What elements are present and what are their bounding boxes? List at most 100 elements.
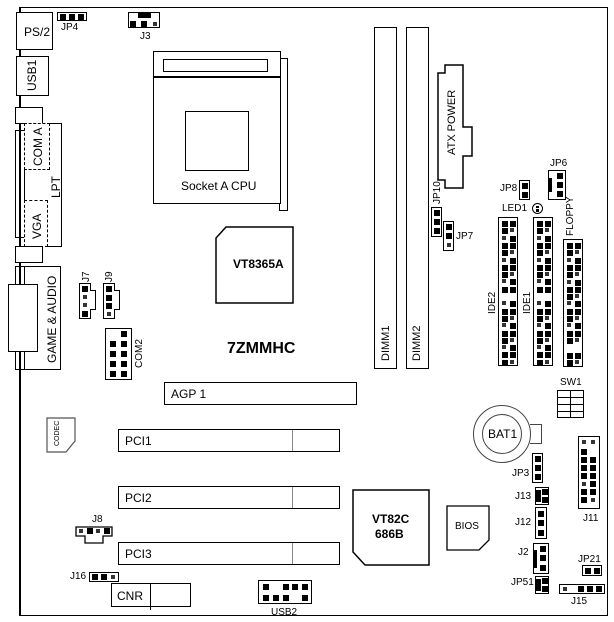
floppy-label: FLOPPY <box>565 196 576 236</box>
jumper-j7[interactable] <box>79 283 91 319</box>
connector-pin <box>510 272 514 277</box>
cnr-slot[interactable]: CNR <box>111 583 191 610</box>
jumper-jp3[interactable] <box>532 453 543 483</box>
connector-pin <box>575 359 579 364</box>
dimm2-label: DIMM2 <box>411 325 423 361</box>
connector-pin <box>545 315 549 320</box>
connector-pin <box>537 272 543 279</box>
connector-pin <box>545 272 549 277</box>
dimm1-slot[interactable]: DIMM1 <box>374 27 397 369</box>
jumper-j12[interactable] <box>535 507 547 539</box>
southbridge-label-2: 686B <box>375 527 404 541</box>
jumper-jp21[interactable] <box>582 565 602 576</box>
connector-pin <box>575 301 581 308</box>
connector-pin <box>502 352 508 359</box>
usb2-header[interactable] <box>258 580 312 604</box>
connector-pin <box>510 337 514 342</box>
connector-pin <box>537 337 543 344</box>
connector-pin <box>567 243 573 249</box>
connector-pin <box>537 301 541 306</box>
connector-pin <box>537 242 543 249</box>
agp-slot[interactable]: AGP 1 <box>164 382 357 405</box>
connector-pin <box>545 345 551 352</box>
connector-pin <box>537 221 543 227</box>
northbridge-label: VT8365A <box>233 257 284 271</box>
jumper-j2[interactable] <box>533 543 549 574</box>
dimm1-label: DIMM1 <box>380 325 392 361</box>
jumper-j8[interactable] <box>75 526 113 544</box>
atx-power-label: ATX POWER <box>446 89 458 155</box>
ps2-label: PS/2 <box>24 25 51 39</box>
com2-header[interactable] <box>105 328 132 380</box>
j2-label: J2 <box>518 547 529 558</box>
connector-pin <box>567 308 573 315</box>
southbridge-label-1: VT82C <box>372 512 410 526</box>
pci1-slot[interactable]: PCI1 <box>118 429 340 452</box>
connector-pin <box>502 286 508 293</box>
game-audio-port: GAME & AUDIO <box>24 266 61 370</box>
connector-pin <box>575 337 579 342</box>
connector-pin <box>510 330 516 337</box>
jumper-j13[interactable] <box>535 487 549 505</box>
pci3-label: PCI3 <box>125 547 152 561</box>
connector-pin <box>510 352 516 359</box>
jumper-jp4[interactable] <box>57 12 87 21</box>
usb1-port: USB1 <box>16 56 49 96</box>
connector-pin <box>510 345 516 352</box>
ide2-label: IDE2 <box>487 291 498 314</box>
jumper-jp10[interactable] <box>431 207 442 237</box>
connector-pin <box>545 323 551 330</box>
jumper-jp51[interactable] <box>535 576 549 594</box>
atx-power-connector[interactable]: ATX POWER <box>437 64 517 190</box>
connector-pin <box>575 250 579 255</box>
pci2-slot[interactable]: PCI2 <box>118 486 340 509</box>
connector-pin <box>545 235 551 242</box>
jumper-jp6[interactable] <box>548 170 566 200</box>
pci3-slot[interactable]: PCI3 <box>118 542 340 565</box>
ide1-connector[interactable] <box>533 217 553 366</box>
dimm2-slot[interactable]: DIMM2 <box>406 27 429 369</box>
connector-pin <box>567 301 571 306</box>
connector-pin <box>575 279 581 286</box>
io-lower-tab <box>15 246 43 263</box>
j13-label: J13 <box>515 491 532 502</box>
connector-pin <box>575 243 581 249</box>
j9-label: J9 <box>104 271 115 282</box>
connector-pin <box>575 264 581 271</box>
connector-pin <box>567 352 573 359</box>
connector-pin <box>537 250 543 257</box>
cpu-die <box>185 111 249 171</box>
sw1-switch[interactable] <box>557 390 584 418</box>
connector-pin <box>545 264 551 271</box>
jumper-j7-shroud <box>90 290 96 310</box>
connector-pin <box>545 352 551 359</box>
connector-pin <box>502 264 508 271</box>
game-audio-inner <box>8 284 38 352</box>
connector-pin <box>510 235 516 242</box>
connector-pin <box>575 308 581 315</box>
northbridge-chip: VT8365A <box>215 226 294 304</box>
connector-pin <box>567 294 573 301</box>
connector-pin <box>545 286 551 293</box>
connector-pin <box>567 316 573 322</box>
jumper-j15[interactable] <box>559 584 605 594</box>
jumper-j3[interactable] <box>128 12 160 28</box>
connector-pin <box>537 286 543 293</box>
j11-header[interactable] <box>578 436 600 509</box>
connector-pin <box>545 257 551 264</box>
battery-label: BAT1 <box>488 427 518 441</box>
connector-pin <box>545 330 551 337</box>
connector-pin <box>502 337 508 344</box>
connector-pin <box>545 250 549 255</box>
jumper-j16[interactable] <box>89 572 119 582</box>
connector-pin <box>537 323 541 328</box>
connector-pin <box>567 264 573 271</box>
jumper-jp8[interactable] <box>519 180 530 200</box>
jumper-jp7[interactable] <box>443 221 454 251</box>
ide2-connector[interactable] <box>498 217 518 366</box>
floppy-connector[interactable] <box>563 239 583 367</box>
jp6-label: JP6 <box>550 158 568 169</box>
connector-pin <box>567 359 573 366</box>
jumper-j9[interactable] <box>103 283 115 319</box>
io-side-bracket <box>15 130 25 238</box>
